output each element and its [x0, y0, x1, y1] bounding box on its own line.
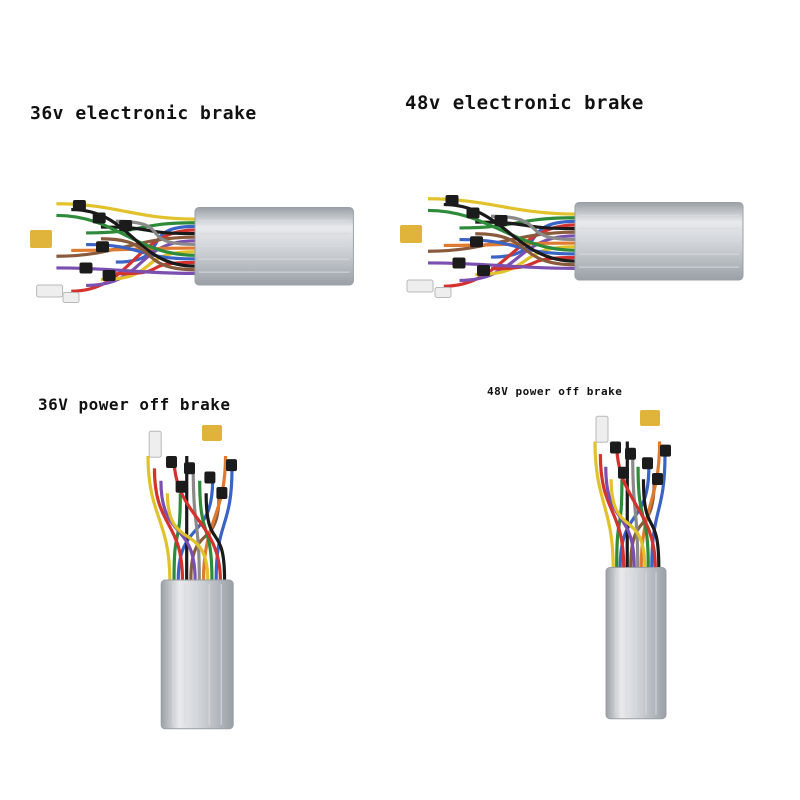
caption-36v-electronic-brake: 36v electronic brake — [30, 103, 257, 124]
black-connector — [79, 262, 93, 274]
wire — [152, 468, 185, 581]
black-connector — [92, 212, 106, 224]
black-connector — [72, 200, 86, 211]
wire — [641, 479, 661, 568]
wire — [146, 455, 172, 581]
black-connector — [642, 457, 653, 470]
yellow-connector — [30, 230, 52, 248]
wire — [614, 441, 657, 568]
wire — [214, 468, 234, 581]
black-connector — [216, 487, 228, 499]
white-connector — [148, 430, 162, 458]
controller-illustration — [400, 195, 744, 298]
wire — [490, 214, 576, 242]
black-connector — [470, 236, 483, 248]
black-connector — [102, 270, 116, 281]
white-connector — [595, 415, 609, 443]
wire — [172, 455, 222, 581]
controller-illustration — [593, 410, 671, 720]
wire — [204, 493, 227, 581]
wire — [631, 454, 640, 568]
black-connector — [618, 466, 629, 479]
black-connector — [166, 456, 177, 468]
wire — [115, 219, 196, 247]
wire — [201, 455, 228, 581]
yellow-connector — [400, 225, 422, 243]
caption-48v-power-off-brake: 48V power off brake — [487, 385, 623, 398]
black-connector — [175, 480, 187, 493]
wire — [650, 454, 667, 568]
black-connector — [226, 459, 237, 472]
white-connector — [434, 287, 452, 298]
black-connector — [96, 241, 109, 253]
yellow-connector — [202, 425, 222, 441]
wire — [615, 479, 624, 568]
black-connector — [494, 215, 508, 226]
wire — [598, 454, 626, 568]
wire — [593, 441, 615, 568]
caption-48v-electronic-brake: 48v electronic brake — [405, 92, 644, 114]
wire — [100, 237, 196, 272]
wire — [172, 493, 182, 581]
white-connector — [62, 292, 80, 303]
wire — [56, 266, 196, 275]
wire — [427, 261, 576, 270]
wire — [191, 468, 201, 581]
black-connector — [652, 473, 663, 485]
black-connector — [660, 444, 671, 457]
controller-illustration — [30, 200, 354, 303]
black-connector — [477, 265, 490, 276]
wire — [475, 220, 576, 231]
controller-illustration — [146, 425, 237, 730]
wire — [475, 232, 576, 267]
black-connector — [452, 257, 466, 269]
yellow-connector — [640, 410, 660, 426]
white-connector — [406, 279, 434, 293]
black-connector — [625, 447, 636, 460]
black-connector — [119, 220, 133, 231]
caption-36v-power-off-brake: 36V power off brake — [38, 395, 231, 414]
black-connector — [204, 471, 216, 484]
controller-photo-36v-power-off — [130, 425, 250, 735]
wire — [427, 208, 576, 252]
white-connector — [36, 284, 64, 298]
black-connector — [184, 462, 195, 475]
wire — [165, 493, 210, 581]
wire — [609, 479, 647, 568]
black-connector — [610, 441, 621, 454]
black-connector — [445, 195, 459, 206]
wire — [71, 207, 196, 268]
controller-photo-36v-electronic — [30, 185, 360, 310]
wire — [443, 202, 576, 263]
wire — [56, 213, 196, 257]
controller-photo-48v-electronic — [400, 180, 750, 305]
black-connector — [466, 207, 480, 219]
controller-photo-48v-power-off — [580, 410, 680, 725]
